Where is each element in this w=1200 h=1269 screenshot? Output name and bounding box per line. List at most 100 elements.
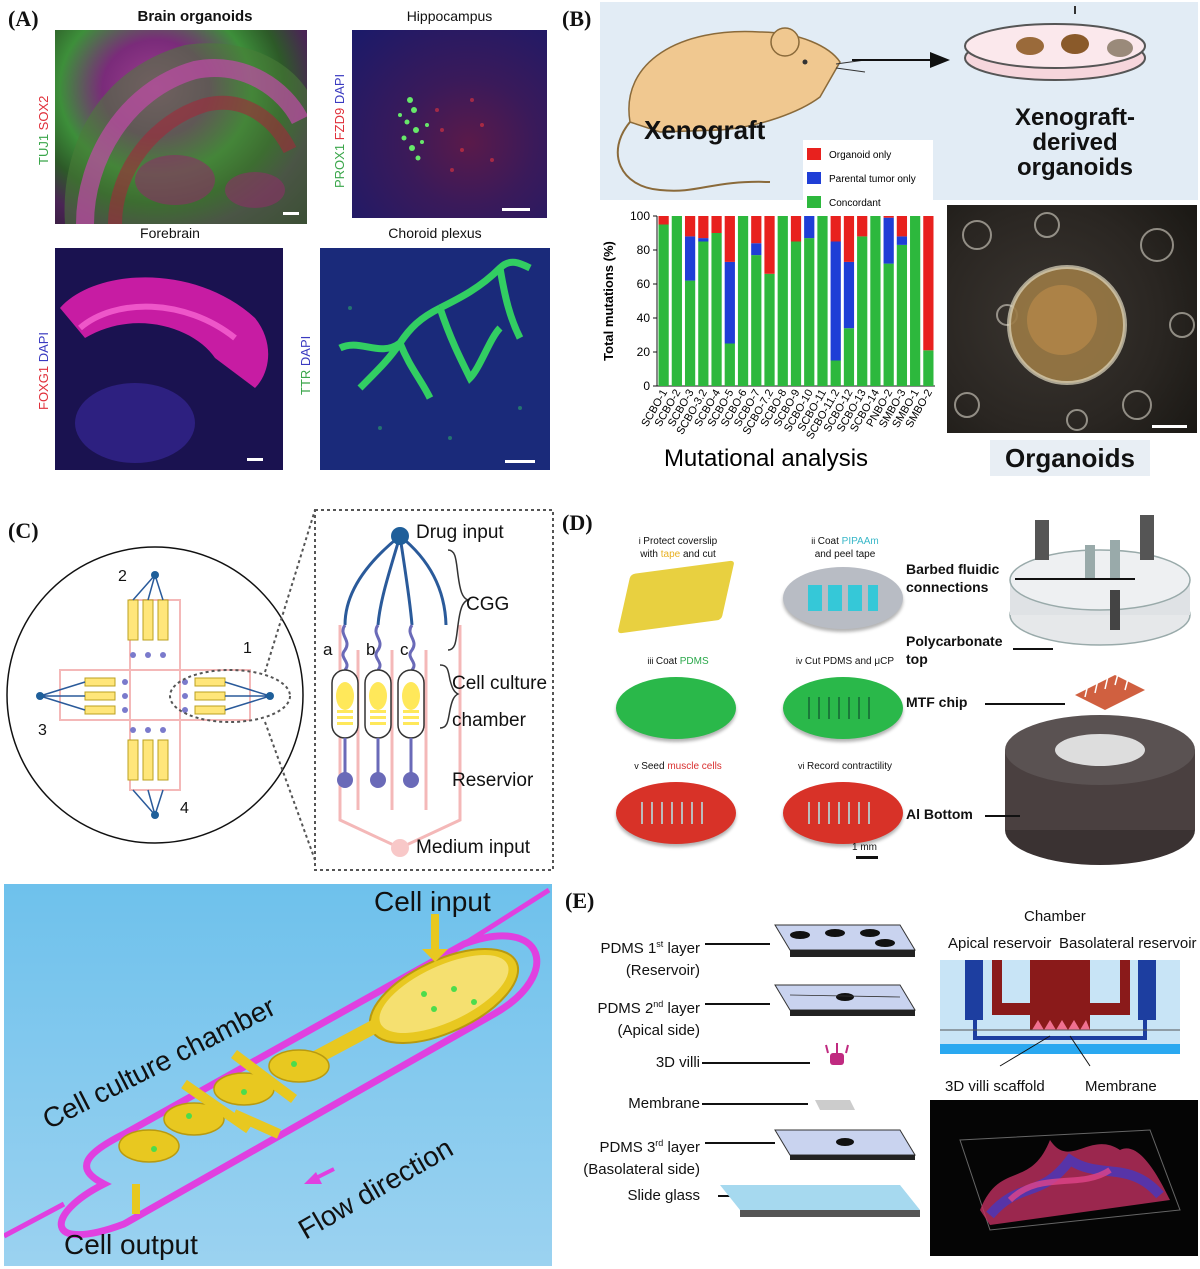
medium-input-label: Medium input: [416, 837, 531, 858]
bar-organoid-only: [711, 216, 722, 233]
panel-d-label: (D): [562, 510, 593, 535]
chart-legend-box: [803, 140, 933, 212]
layer-name: Membrane: [628, 1095, 700, 1112]
xenograft-derived-label: Xenograft- derived organoids: [990, 105, 1160, 180]
stain-fore-0: FOXG1: [36, 365, 51, 410]
layer-label-4: PDMS 3rd layer(Basolateral side): [570, 1132, 700, 1181]
layer-rest: layer: [663, 1139, 700, 1156]
stain-choroid-1: DAPI: [298, 335, 313, 370]
num-1: 1: [243, 640, 252, 657]
step-highlight: PDMS: [679, 656, 709, 667]
poly-line-1: Polycarbonate: [906, 633, 1003, 649]
step-disk-i: [617, 560, 735, 634]
layer-sup: nd: [653, 999, 664, 1009]
bar-parental-tumor-only: [843, 261, 855, 329]
step-text: Seed: [641, 761, 668, 772]
cell-input-label: Cell input: [374, 886, 491, 917]
bar-concordant: [698, 241, 709, 386]
basolateral-reservoir-label: Basolateral reservoir: [1059, 935, 1197, 952]
legend-swatch: [807, 172, 821, 184]
xeno-derived-line-2: derived: [1032, 129, 1118, 156]
layer-rest: layer: [663, 1000, 700, 1017]
apical-reservoir-label: Apical reservoir: [948, 935, 1052, 952]
al-arrow: [985, 815, 1020, 817]
hippocampus-image: [352, 30, 547, 218]
layer-name: PDMS 1: [600, 940, 657, 957]
legend-label: Organoid only: [829, 150, 891, 161]
y-tick-label: 40: [637, 311, 651, 325]
poly-arrow: [1013, 648, 1053, 650]
xeno-derived-line-1: Xenograft-: [1015, 104, 1135, 131]
y-tick-label: 80: [637, 243, 651, 257]
layer-label-0: PDMS 1st layer(Reservoir): [570, 933, 700, 982]
step-highlight: muscle cells: [667, 761, 722, 772]
cell-culture-label: Cell culture: [452, 673, 548, 694]
choroid-plexus-image: [320, 248, 550, 470]
layer-label-5: Slide glass: [570, 1185, 700, 1207]
bar-concordant: [896, 244, 908, 386]
bar-concordant: [804, 238, 815, 386]
bar-concordant: [830, 360, 841, 386]
polycarbonate-label: Polycarbonate top: [906, 632, 1002, 668]
barbed-label: Barbed fluidic connections: [906, 560, 999, 596]
step-text: Protect coverslip: [643, 536, 718, 547]
mouse-illustration: [616, 6, 1146, 192]
cgg-label: CGG: [466, 594, 510, 615]
panel-b-label: (B): [562, 6, 592, 31]
layer-name: 3D villi: [655, 1054, 700, 1071]
bar-organoid-only: [764, 216, 775, 274]
bar-concordant: [910, 216, 921, 386]
scale-bar: [505, 460, 535, 463]
y-tick-label: 100: [630, 209, 650, 223]
choroid-plexus-svg: [338, 258, 532, 440]
barbed-line-2: connections: [906, 579, 989, 595]
layer-sub: (Basolateral side): [583, 1161, 700, 1178]
panel-c-label: (C): [8, 518, 39, 543]
bar-concordant: [684, 280, 696, 386]
bar-parental-tumor-only: [883, 217, 894, 264]
bar-parental-tumor-only: [751, 243, 762, 256]
num-2: 2: [118, 568, 127, 585]
legend-swatch: [807, 148, 821, 160]
chamber-cross-section: [940, 960, 1180, 1067]
layer-sub: (Reservoir): [625, 962, 700, 979]
step-text: Coat: [655, 656, 680, 667]
xeno-derived-line-3: organoids: [1016, 154, 1133, 181]
layer-rest: layer: [663, 940, 700, 957]
step-text: Record contractility: [806, 761, 893, 772]
bar-organoid-only: [698, 216, 709, 239]
stain-choroid-0: TTR: [298, 369, 313, 395]
bar-organoid-only: [790, 216, 802, 242]
bar-concordant: [777, 216, 788, 386]
step-highlight: tape: [660, 549, 681, 560]
drug-input-label: Drug input: [416, 522, 504, 543]
bar-parental-tumor-only: [896, 236, 908, 245]
chamber-top-label: Chamber: [1024, 908, 1086, 925]
organoids-label: Organoids: [990, 440, 1150, 476]
organoids-image: [947, 205, 1197, 433]
step-caption-v: v Seed muscle cells: [598, 760, 758, 773]
hippocampus-stain-label: PROX1 FZD9 DAPI: [332, 74, 347, 188]
panel-e-label: (E): [565, 888, 595, 913]
forebrain-title: Forebrain: [140, 225, 200, 241]
bar-parental-tumor-only: [830, 241, 841, 361]
bar-concordant: [883, 263, 894, 386]
bar-concordant: [724, 343, 735, 386]
bar-concordant: [764, 273, 775, 386]
y-axis-label: Total mutations (%): [601, 241, 616, 361]
step-text: and cut: [680, 549, 716, 560]
layer-name: Slide glass: [627, 1187, 700, 1204]
bar-organoid-only: [883, 216, 894, 218]
bar-organoid-only: [830, 216, 841, 242]
step-text: Cut PDMS and μCP: [804, 656, 895, 667]
choroid-stain-label: TTR DAPI: [298, 336, 313, 395]
a-label: a: [323, 640, 333, 659]
scale-bar: [283, 212, 299, 215]
step-number: i: [638, 536, 644, 546]
hippocampus-svg: [398, 97, 494, 172]
scale-bar: [502, 208, 530, 211]
bar-parental-tumor-only: [684, 236, 696, 281]
bar-concordant: [790, 241, 802, 386]
